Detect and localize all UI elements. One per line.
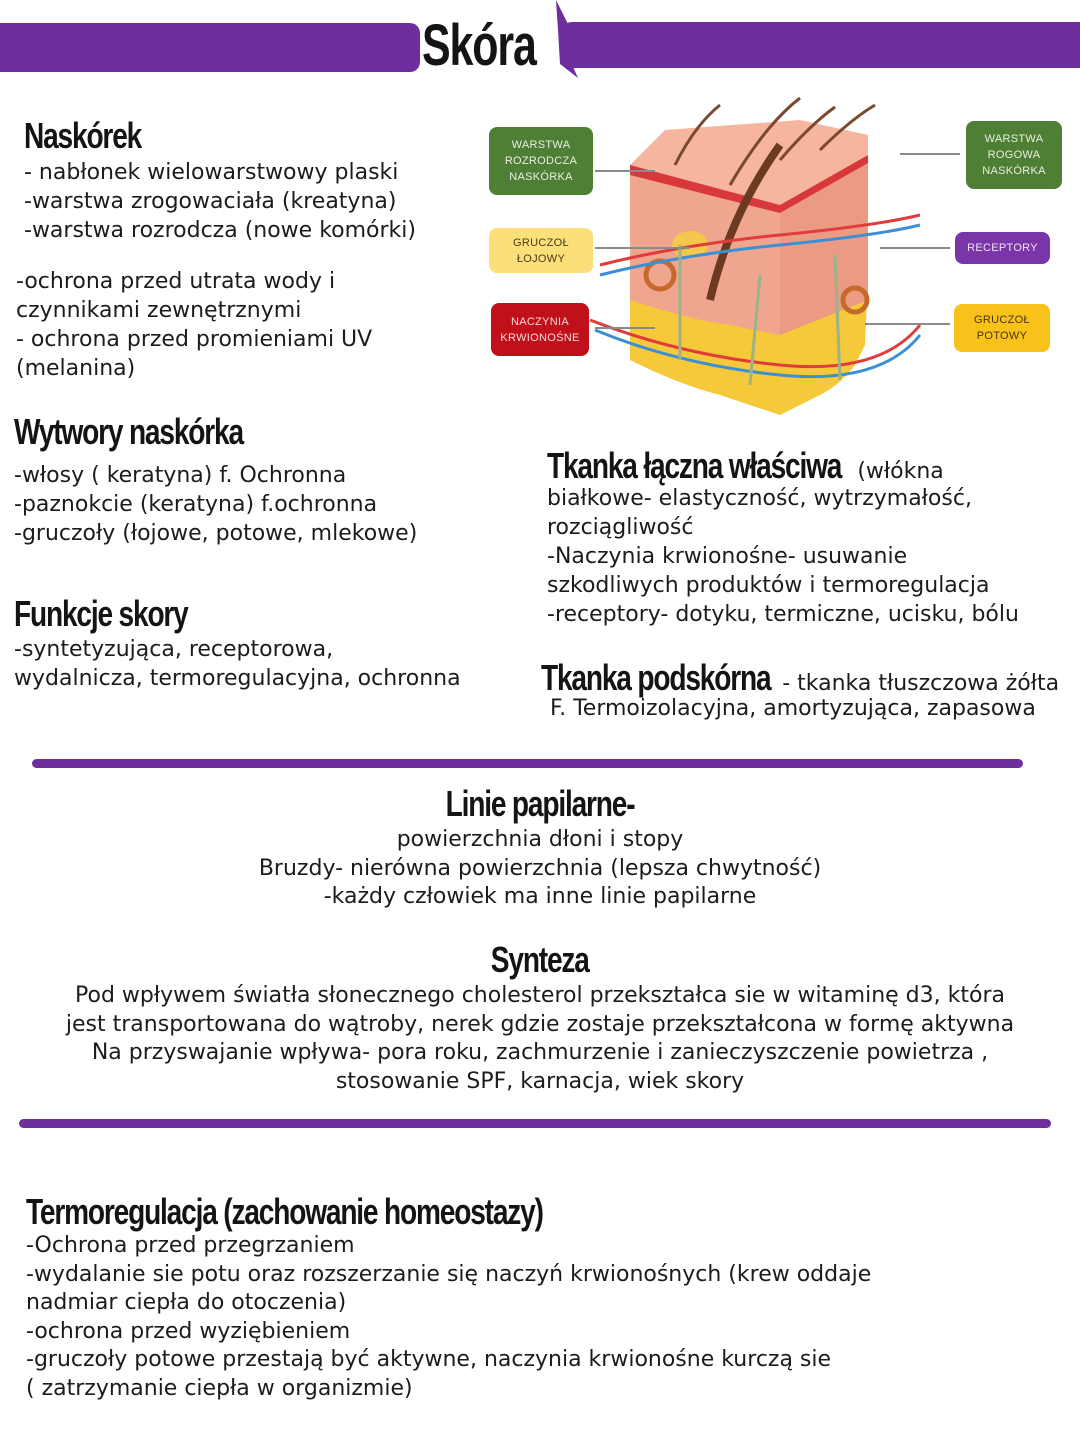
wytwory-line: -włosy ( keratyna) f. Ochronna	[14, 463, 347, 488]
linie-heading: Linie papilarne-	[445, 783, 636, 824]
naskorek-function-line: czynnikami zewnętrznymi	[16, 298, 302, 323]
naskorek-line: - nabłonek wielowarstwowy plaski	[24, 160, 399, 185]
arrow-receptory	[880, 247, 950, 249]
naskorek-heading: Naskórek	[24, 115, 142, 156]
synteza-section: Synteza Pod wpływem światła słonecznego …	[0, 938, 1080, 1096]
title-band-left	[0, 23, 420, 72]
section-divider	[19, 1119, 1051, 1128]
naskorek-functions: -ochrona przed utrata wody i czynnikami …	[16, 267, 372, 383]
tkanka-laczna-heading: Tkanka łączna właściwa	[547, 445, 842, 486]
funkcje-heading: Funkcje skory	[14, 593, 189, 634]
synteza-line: Na przyswajanie wpływa- pora roku, zachm…	[91, 1040, 989, 1065]
naskorek-function-line: (melanina)	[16, 356, 136, 381]
naskorek-line: -warstwa zrogowaciała (kreatyna)	[24, 189, 397, 214]
wytwory-line: -paznokcie (keratyna) f.ochronna	[14, 492, 378, 517]
tkanka-laczna-list: białkowe- elastyczność, wytrzymałość, ro…	[547, 484, 1019, 629]
wytwory-list: -włosy ( keratyna) f. Ochronna -paznokci…	[14, 461, 417, 548]
tkanka-laczna-line: -Naczynia krwionośne- usuwanie	[547, 544, 908, 569]
tkanka-laczna-line: szkodliwych produktów i termoregulacja	[547, 573, 990, 598]
tkanka-laczna-line: rozciągliwość	[547, 515, 694, 540]
funkcje-line: wydalnicza, termoregulacyjna, ochronna	[14, 666, 461, 691]
naskorek-list: - nabłonek wielowarstwowy plaski -warstw…	[24, 158, 416, 245]
termoregulacja-line: nadmiar ciepła do otoczenia)	[26, 1290, 347, 1315]
funkcje-line: -syntetyzująca, receptorowa,	[14, 637, 334, 662]
skin-cross-section-illustration	[589, 96, 922, 415]
synteza-line: jest transportowana do wątroby, nerek gd…	[65, 1011, 1015, 1037]
label-receptory: RECEPTORY	[955, 232, 1050, 264]
synteza-line: Pod wpływem światła słonecznego choleste…	[75, 983, 1005, 1008]
arrow-warstwa-rozrodcza	[595, 170, 655, 172]
arrow-warstwa-rogowa	[900, 153, 960, 155]
linie-line: -każdy człowiek ma inne linie papilarne	[323, 884, 757, 909]
linie-section: Linie papilarne- powierzchnia dłoni i st…	[0, 782, 1080, 912]
termoregulacja-line: ( zatrzymanie ciepła w organizmie)	[26, 1375, 413, 1401]
tkanka-laczna-heading-suffix: (włókna	[857, 459, 944, 484]
termoregulacja-line: -ochrona przed wyziębieniem	[26, 1318, 351, 1344]
termoregulacja-line: -Ochrona przed przegrzaniem	[26, 1233, 355, 1258]
termoregulacja-line: -wydalanie sie potu oraz rozszerzanie si…	[26, 1261, 872, 1287]
wytwory-line: -gruczoły (łojowe, potowe, mlekowe)	[14, 521, 418, 546]
linie-line: powierzchnia dłoni i stopy	[396, 827, 684, 852]
section-divider	[32, 759, 1023, 768]
wytwory-heading: Wytwory naskórka	[14, 411, 244, 452]
arrow-gruczol-potowy	[865, 323, 950, 325]
funkcje-list: -syntetyzująca, receptorowa, wydalnicza,…	[14, 635, 461, 693]
title-band-right	[560, 22, 1080, 68]
naskorek-function-line: -ochrona przed utrata wody i	[16, 269, 336, 294]
termoregulacja-line: -gruczoły potowe przestają być aktywne, …	[26, 1347, 832, 1372]
tkanka-laczna-line: -receptory- dotyku, termiczne, ucisku, b…	[547, 602, 1019, 627]
tkanka-laczna-line: białkowe- elastyczność, wytrzymałość,	[547, 486, 972, 511]
naskorek-function-line: - ochrona przed promieniami UV	[16, 327, 373, 352]
title-band-notch	[556, 0, 578, 78]
arrow-gruczol-lojowy	[595, 247, 690, 249]
termoregulacja-list: -Ochrona przed przegrzaniem -wydalanie s…	[26, 1232, 871, 1403]
tkanka-podskorna-line: F. Termoizolacyjna, amortyzująca, zapaso…	[550, 696, 1036, 721]
tkanka-podskorna-list: F. Termoizolacyjna, amortyzująca, zapaso…	[550, 694, 1036, 723]
termoregulacja-heading: Termoregulacja (zachowanie homeostazy)	[26, 1191, 544, 1232]
naskorek-line: -warstwa rozrodcza (nowe komórki)	[24, 218, 416, 243]
page-title: Skóra	[422, 13, 537, 78]
synteza-heading: Synteza	[491, 939, 590, 980]
tkanka-podskorna-heading-row: Tkanka podskórna - tkanka tłuszczowa żół…	[541, 656, 1059, 700]
tkanka-laczna-heading-row: Tkanka łączna właściwa (włókna	[547, 444, 944, 488]
tkanka-podskorna-heading-suffix: - tkanka tłuszczowa żółta	[782, 671, 1060, 696]
linie-line: Bruzdy- nierówna powierzchnia (lepsza ch…	[258, 855, 822, 881]
tkanka-podskorna-heading: Tkanka podskórna	[541, 657, 772, 698]
synteza-line: stosowanie SPF, karnacja, wiek skory	[335, 1068, 745, 1094]
arrow-naczynia	[595, 327, 655, 329]
